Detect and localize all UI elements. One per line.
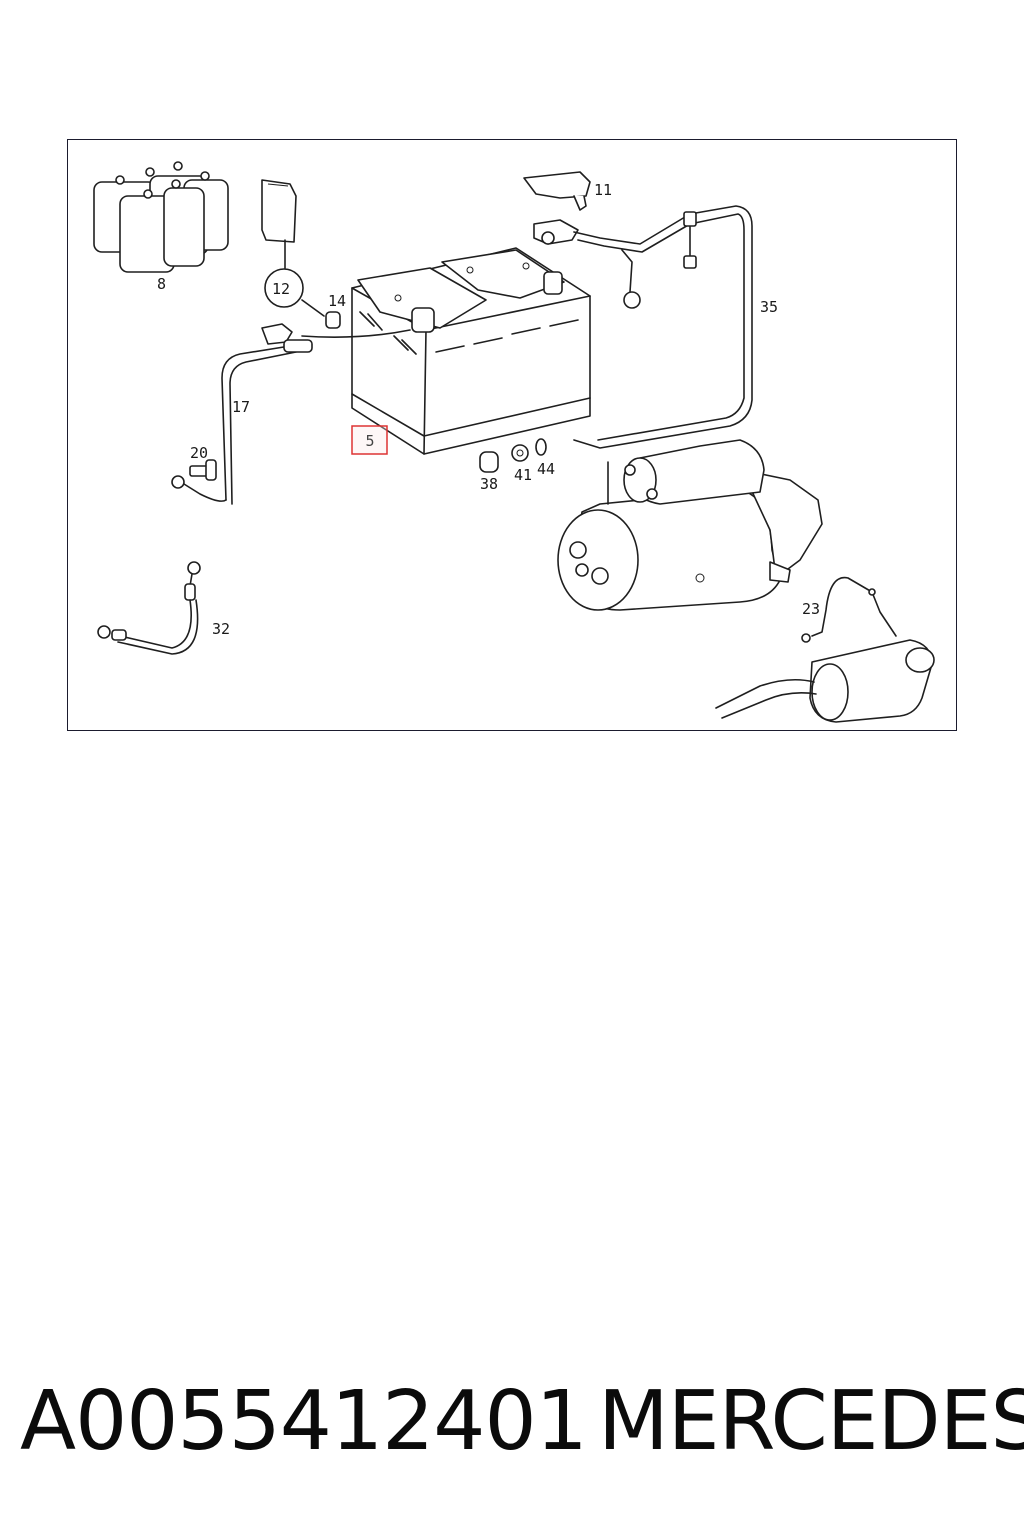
nut-part-14[interactable] (301, 299, 341, 329)
callout-35: 35 (760, 298, 778, 316)
terminal-cover-part-11[interactable] (523, 171, 591, 245)
callout-8: 8 (157, 275, 166, 293)
battery-cells-part-8[interactable] (93, 161, 229, 273)
exhaust-muffler[interactable] (715, 639, 935, 723)
callout-11: 11 (594, 181, 612, 199)
pointer-line (301, 329, 411, 338)
sleeve-part-38[interactable] (479, 451, 499, 473)
bolt-part-20[interactable] (189, 459, 217, 481)
diagram-frame (67, 139, 957, 731)
callout-23: 23 (802, 600, 820, 618)
earth-strap-part-32[interactable] (97, 561, 201, 655)
callout-20: 20 (190, 444, 208, 462)
sensor-wire-part-23[interactable] (801, 576, 897, 643)
bracket-part-12[interactable] (261, 179, 304, 308)
brand-name: MERCEDES (598, 1374, 1024, 1469)
callout-38: 38 (480, 475, 498, 493)
nut-part-41[interactable] (511, 444, 529, 462)
callout-41: 41 (514, 466, 532, 484)
part-number: A0055412401 (20, 1374, 588, 1469)
callout-14: 14 (328, 292, 346, 310)
positive-cable-part-35[interactable] (573, 205, 753, 449)
negative-cable-part-17[interactable] (171, 323, 313, 505)
callout-12: 12 (272, 280, 290, 298)
callout-5: 5 (365, 432, 374, 450)
highlight-box-part-5 (351, 425, 388, 455)
footer-caption: A0055412401 MERCEDES (0, 1372, 1024, 1472)
starter-motor[interactable] (557, 439, 823, 611)
callout-44: 44 (537, 460, 555, 478)
callout-32: 32 (212, 620, 230, 638)
callout-17: 17 (232, 398, 250, 416)
parts-diagram: 8 12 14 11 35 (93, 161, 935, 723)
washer-part-44[interactable] (535, 438, 547, 456)
battery-part-5[interactable] (351, 247, 591, 455)
